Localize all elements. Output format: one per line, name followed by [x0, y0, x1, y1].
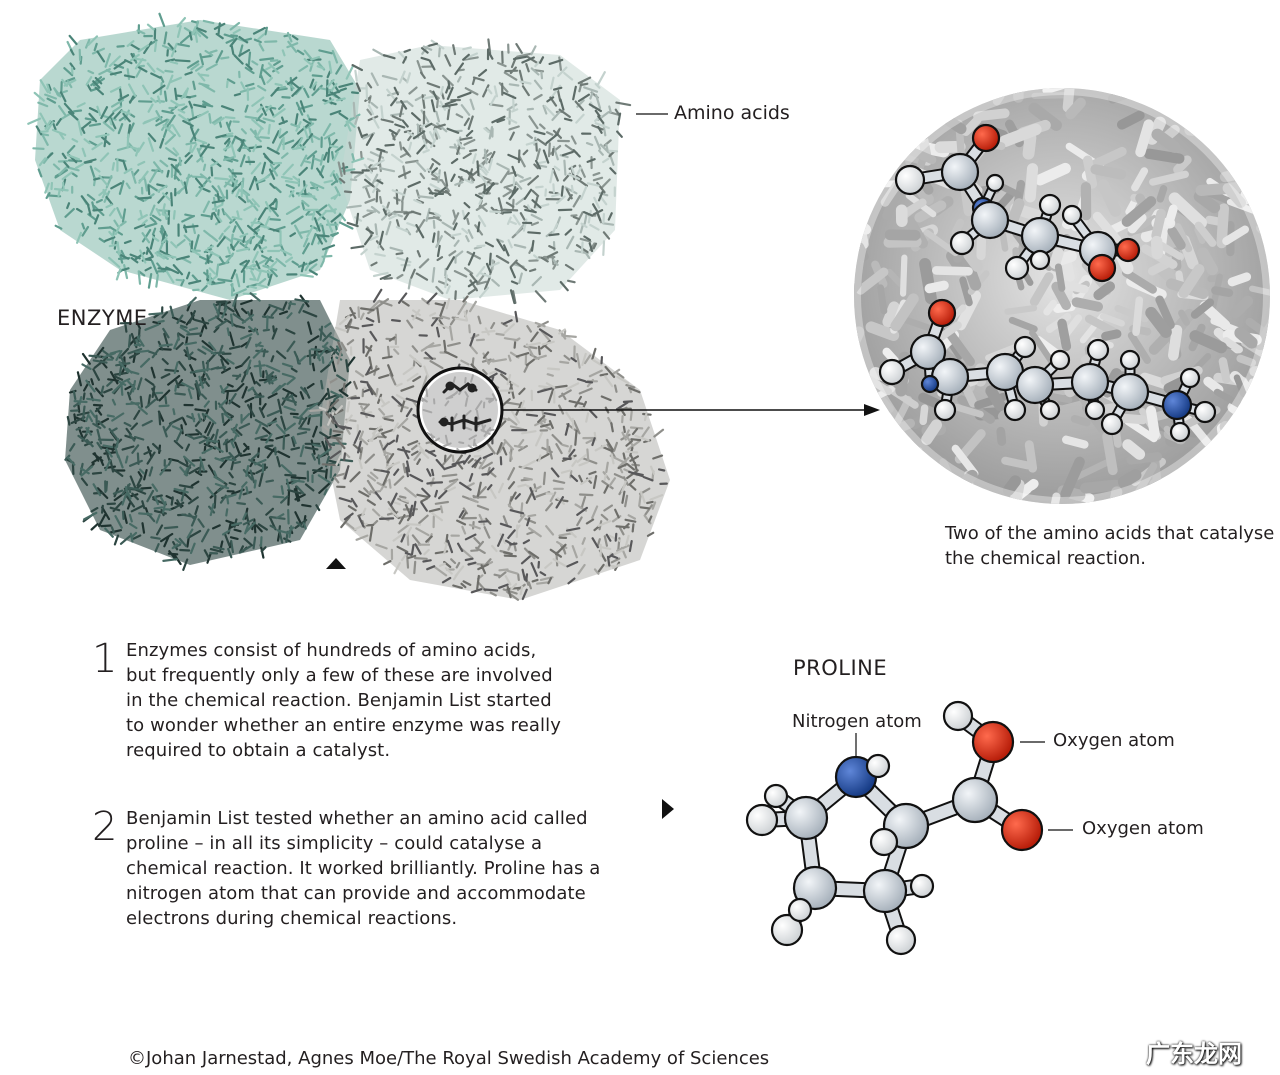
- amino-acids-label: Amino acids: [674, 102, 790, 124]
- closeup-caption: Two of the amino acids that catalyse the…: [945, 523, 1275, 569]
- credit-line: ©Johan Jarnestad, Agnes Moe/The Royal Sw…: [128, 1048, 770, 1069]
- proline-molecule: [745, 700, 1044, 956]
- enzyme-label: ENZYME: [57, 306, 148, 330]
- step-2-number: 2: [92, 804, 118, 850]
- closeup-amino-acids: [878, 123, 1217, 443]
- watermark: 广东龙网: [1146, 1040, 1242, 1068]
- step-1-number: 1: [92, 636, 118, 682]
- proline-title: PROLINE: [793, 656, 888, 680]
- pointer-arrowhead-icon: [864, 404, 880, 416]
- right-triangle-icon: [662, 799, 674, 819]
- highlight-amino-marks: [438, 381, 492, 432]
- step-2-text: Benjamin List tested whether an amino ac…: [126, 808, 601, 929]
- nitrogen-atom-label: Nitrogen atom: [792, 711, 922, 732]
- oxygen-atom-label-2: Oxygen atom: [1082, 818, 1204, 839]
- step-1-text: Enzymes consist of hundreds of amino aci…: [126, 640, 561, 761]
- up-triangle-icon: [326, 558, 346, 569]
- oxygen-atom-label-1: Oxygen atom: [1053, 730, 1175, 751]
